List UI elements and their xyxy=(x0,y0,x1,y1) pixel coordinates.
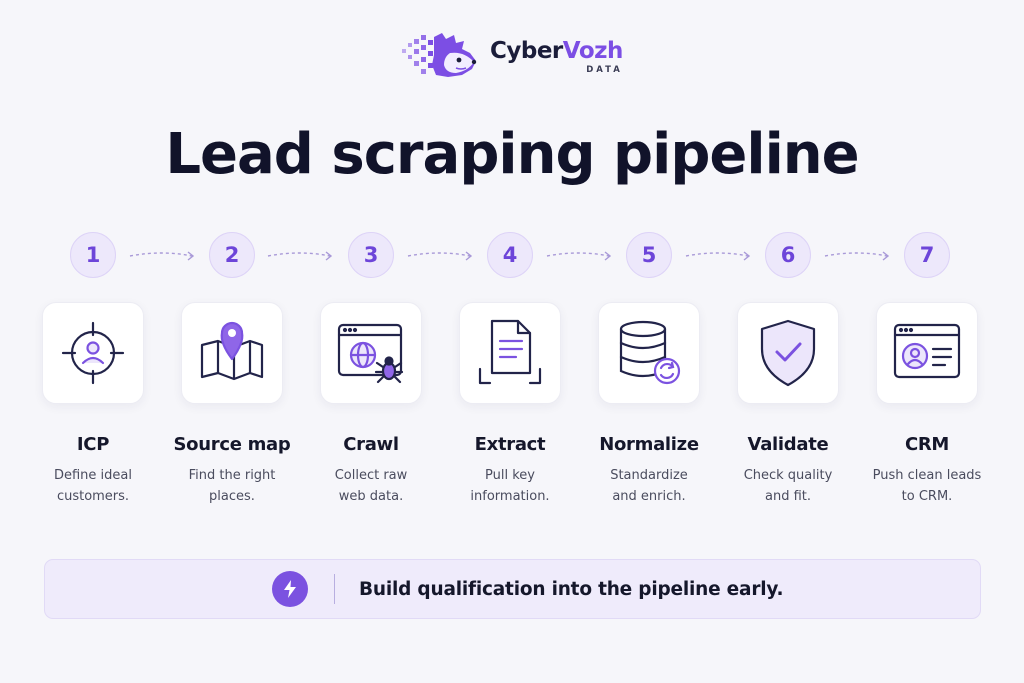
step-description: Push clean leads to CRM. xyxy=(872,468,982,504)
contact-card-icon xyxy=(893,323,961,379)
pipeline-step-validate: 6 Validate Check quality and fit. xyxy=(718,232,858,507)
pipeline-step-crm: 7 CRM Push clean leads to CRM. xyxy=(857,232,997,507)
pipeline-step-crawl: 3 Crawl Collect raw web data. xyxy=(301,232,441,507)
step-title: Crawl xyxy=(343,434,399,455)
step-title: CRM xyxy=(904,434,950,455)
pipeline-step-extract: 4 Extract Pull key information. xyxy=(440,232,580,507)
brand-logo: CyberVozh DATA xyxy=(398,31,623,83)
step-description: Find the right places. xyxy=(188,468,276,504)
step-number: 5 xyxy=(626,232,672,278)
step-description: Collect raw web data. xyxy=(334,468,408,504)
step-icon-card xyxy=(320,302,422,404)
map-pin-icon xyxy=(200,321,264,381)
step-icon-card xyxy=(181,302,283,404)
step-number: 1 xyxy=(70,232,116,278)
step-title: Extract xyxy=(474,434,546,455)
hedgehog-logo-icon xyxy=(402,33,477,77)
step-title: ICP xyxy=(76,434,110,455)
step-icon-card xyxy=(876,302,978,404)
database-refresh-icon xyxy=(619,320,681,385)
step-title: Validate xyxy=(747,434,829,455)
dashed-arrow-icon xyxy=(685,251,751,261)
brand-name: CyberVozh xyxy=(490,37,623,64)
brand-subtitle: DATA xyxy=(586,64,623,75)
step-title: Source map xyxy=(173,434,291,455)
browser-spider-icon xyxy=(337,323,404,384)
banner-text: Build qualification into the pipeline ea… xyxy=(359,578,784,600)
pipeline-step-source-map: 2 Source map Find the right places. xyxy=(162,232,302,507)
step-number: 3 xyxy=(348,232,394,278)
dashed-arrow-icon xyxy=(824,251,890,261)
dashed-arrow-icon xyxy=(407,251,473,261)
step-icon-card xyxy=(459,302,561,404)
step-icon-card xyxy=(598,302,700,404)
step-description: Pull key information. xyxy=(470,468,550,504)
step-number: 2 xyxy=(209,232,255,278)
step-number: 4 xyxy=(487,232,533,278)
pipeline-step-normalize: 5 Normalize Standardize and enrich. xyxy=(579,232,719,507)
page-title: Lead scraping pipeline xyxy=(165,122,859,187)
step-icon-card xyxy=(42,302,144,404)
step-number: 6 xyxy=(765,232,811,278)
lightning-icon xyxy=(272,571,308,607)
tip-banner: Build qualification into the pipeline ea… xyxy=(44,559,981,619)
step-icon-card xyxy=(737,302,839,404)
banner-divider xyxy=(334,574,335,604)
pipeline-step-icp: 1 ICP Define ideal customers. xyxy=(23,232,163,507)
step-description: Check quality and fit. xyxy=(743,468,833,504)
step-number: 7 xyxy=(904,232,950,278)
dashed-arrow-icon xyxy=(546,251,612,261)
step-description: Standardize and enrich. xyxy=(610,468,688,504)
target-user-icon xyxy=(61,321,125,385)
dashed-arrow-icon xyxy=(267,251,333,261)
step-description: Define ideal customers. xyxy=(53,468,132,504)
step-title: Normalize xyxy=(599,434,699,455)
document-scan-icon xyxy=(478,319,542,385)
shield-check-icon xyxy=(760,319,816,387)
dashed-arrow-icon xyxy=(129,251,195,261)
